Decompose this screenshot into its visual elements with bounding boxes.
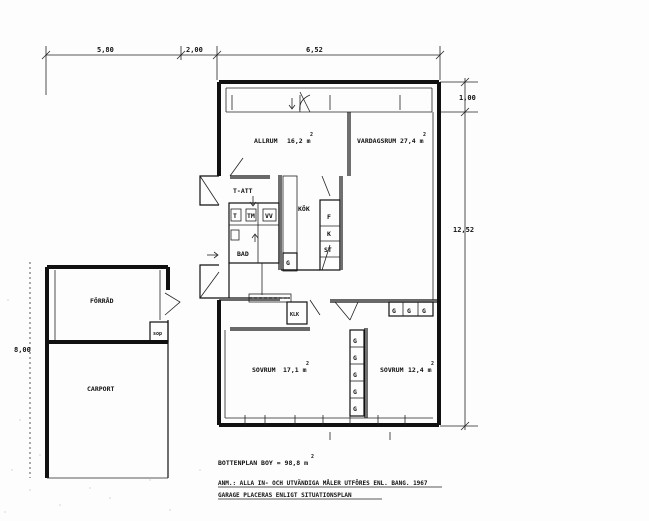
wardrobe-g-8: G xyxy=(353,405,357,413)
superscript-allrum: 2 xyxy=(310,132,313,138)
bath-fixtures xyxy=(230,208,277,241)
room-area-sovrum2: 12,4 m xyxy=(408,366,432,374)
wardrobe-g-6: G xyxy=(353,371,357,379)
wardrobe-bedroom2 xyxy=(388,301,434,317)
wardrobe-bedroom1 xyxy=(349,329,365,417)
house-outer-walls xyxy=(217,80,441,427)
top-dimension-line xyxy=(41,46,445,95)
garage-structure xyxy=(45,265,170,479)
dim-left-garage: 8,00 xyxy=(14,346,31,354)
dim-top-right: 6,52 xyxy=(306,46,323,54)
dim-right-top: 1,00 xyxy=(459,94,476,102)
superscript-sovrum2: 2 xyxy=(431,361,434,367)
right-dimension-line xyxy=(440,77,478,431)
fixture-st: ST xyxy=(324,246,332,254)
wardrobe-g-3: G xyxy=(422,307,426,315)
superscript-area: 2 xyxy=(311,454,314,460)
room-area-sovrum1: 17,1 m xyxy=(283,366,307,374)
fixture-g: G xyxy=(286,259,290,267)
wardrobe-g-5: G xyxy=(353,354,357,362)
arrow-marks xyxy=(207,98,391,440)
note-line2: GARAGE PLACERAS ENLIGT SITUATIONSPLAN xyxy=(218,492,352,499)
wardrobe-g-1: G xyxy=(392,307,396,315)
label-sop: sop xyxy=(153,331,162,337)
kitchen-counter xyxy=(282,175,341,272)
door-swings xyxy=(164,91,359,321)
room-label-allrum: ALLRUM xyxy=(254,137,278,145)
label-klk: KLK xyxy=(290,312,299,318)
room-label-bad: BAD xyxy=(237,250,249,258)
dim-right-main: 12,52 xyxy=(453,226,474,234)
superscript-vardagsrum: 2 xyxy=(423,132,426,138)
room-label-carport: CARPORT xyxy=(87,385,114,393)
superscript-sovrum1: 2 xyxy=(306,361,309,367)
dim-top-left: 5,80 xyxy=(97,46,114,54)
note-area: BOTTENPLAN BOY = 98,8 m xyxy=(218,459,308,467)
wardrobe-g-4: G xyxy=(353,337,357,345)
room-label-sovrum2: SOVRUM xyxy=(380,366,404,374)
fixture-tm: TM xyxy=(247,212,255,220)
interior-walls xyxy=(219,112,439,418)
room-label-sovrum1: SOVRUM xyxy=(252,366,276,374)
room-label-forrad: FÖRRÅD xyxy=(90,296,114,305)
wardrobe-g-7: G xyxy=(353,388,357,396)
hall-closet xyxy=(248,293,308,325)
wardrobe-g-2: G xyxy=(407,307,411,315)
room-label-kok: KÖK xyxy=(298,204,310,213)
room-label-vardagsrum: VARDAGSRUM xyxy=(357,137,396,145)
room-area-allrum: 16,2 m xyxy=(287,137,311,145)
fixture-k: K xyxy=(327,230,331,238)
fixture-f: F xyxy=(327,213,331,221)
fixture-vv: VV xyxy=(265,212,273,220)
dim-top-middle: 2,00 xyxy=(186,46,203,54)
room-area-vardagsrum: 27,4 m xyxy=(400,137,424,145)
fixture-t: T xyxy=(233,212,237,220)
room-label-tvatt: T-ATT xyxy=(233,187,253,195)
entrance-projections xyxy=(199,175,220,299)
paper-speckle xyxy=(4,299,201,513)
note-line1: ANM.: ALLA IN- OCH UTVÄNDIGA MÅLER UTFÖR… xyxy=(218,480,428,487)
